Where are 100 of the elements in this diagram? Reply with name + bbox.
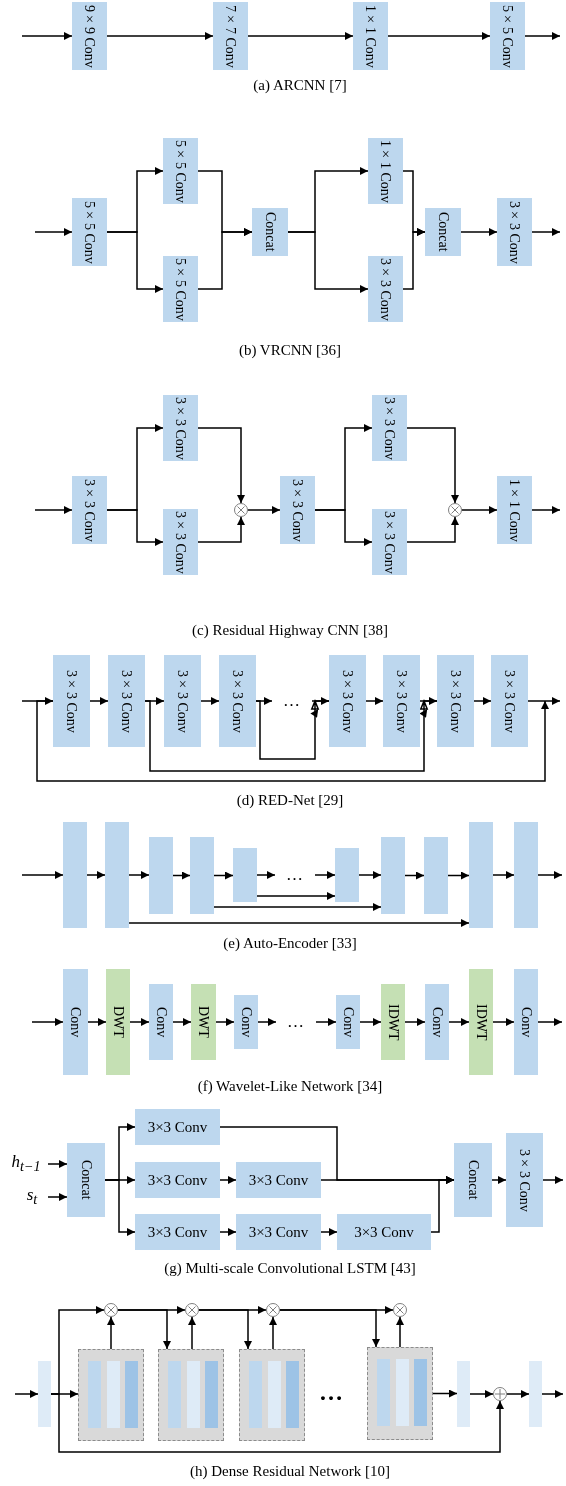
dense-block [239,1349,305,1441]
arrow [106,32,214,40]
arrow [396,1316,404,1348]
layer-block [337,1214,431,1250]
panel-caption: (b) VRCNN [36] [238,341,342,359]
arrow [537,1018,563,1026]
layer-block [72,2,107,70]
arrow [531,228,561,236]
ellipsis: … [319,1378,349,1406]
layer-label: 3×3 Conv [81,478,98,542]
layer-block [497,198,532,266]
multiply-node [185,1303,199,1317]
arrow [21,871,64,879]
layer-block [381,984,405,1060]
layer-block [108,655,145,747]
layer-label: 3×3 Conv [501,669,518,733]
layer-bar [396,1359,409,1426]
arrow [527,697,561,705]
layer-label: 3×3 Conv [172,510,189,574]
panel-caption: (c) Residual Highway CNN [38] [192,621,388,639]
layer-label: 3×3 Conv [63,669,80,733]
layer-block [454,1143,492,1217]
layer-block [135,1214,220,1250]
arrow [279,1309,380,1348]
layer-label: 3×3 Conv [147,1171,208,1189]
multiply-node [234,503,248,517]
arrow [402,228,426,290]
layer-label: 5×5 Conv [172,139,189,203]
input-label: s$_{t}$ [26,1186,38,1208]
layer-block [190,837,214,914]
arrow [106,509,164,546]
layer-block [329,655,366,747]
layer-label: 3×3 Conv [377,257,394,321]
arrow [213,903,382,911]
multiply-node [393,1303,407,1317]
arrow [117,1309,171,1350]
layer-label: 3×3 Conv [506,200,523,264]
arrow [197,427,245,504]
layer-label: 3×3 Conv [447,669,464,733]
arrow [144,699,438,772]
arrow [198,1309,252,1350]
layer-label: 3×3 Conv [172,396,189,460]
layer-label: 3×3 Conv [289,478,306,542]
arrow [287,231,369,293]
ellipsis: … [287,1012,305,1032]
arrow [491,1176,507,1184]
layer-label: Conv [67,1006,84,1038]
arrow [215,1018,235,1026]
ellipsis: … [283,691,301,711]
layer-block [497,476,532,544]
layer-label: IDWT [385,1003,401,1041]
layer-block [506,1133,543,1227]
arrow [106,231,164,293]
layer-bar [268,1361,281,1428]
panel-caption: (h) Dense Residual Network [10] [190,1462,390,1480]
arrow [87,1018,107,1026]
layer-block [353,2,388,70]
layer-bar [249,1361,262,1428]
layer-block [164,655,201,747]
arrow [387,32,491,40]
layer-block [514,969,538,1075]
layer-bar [457,1361,470,1427]
arrow [128,919,470,927]
layer-block [135,1162,220,1198]
arrow [320,1228,338,1236]
arrow [314,871,336,879]
arrow [47,1160,68,1168]
arrow [359,1018,382,1026]
layer-label: 3×3 Conv [381,396,398,460]
multiply-node [448,503,462,517]
arrow [447,871,470,880]
arrow [21,32,73,40]
layer-label: 3×3 Conv [354,1223,414,1241]
layer-label: DWT [195,1006,212,1038]
layer-block [381,837,405,914]
layer-bar [38,1361,51,1427]
multiply-node [104,1303,118,1317]
layer-label: Conv [429,1006,445,1038]
layer-block [437,655,474,747]
layer-block [149,984,173,1060]
arrow [197,516,245,543]
layer-block [514,822,538,928]
layer-bar [187,1361,200,1428]
layer-block [63,822,87,928]
arrow [36,700,549,782]
layer-label: 9×9 Conv [81,4,98,68]
arrow [255,699,330,760]
layer-block [163,256,198,322]
layer-label: DWT [110,1006,126,1038]
layer-block [490,2,525,70]
layer-block [63,969,88,1075]
layer-label: 3×3 Conv [147,1118,208,1136]
arrow [492,871,515,879]
arrow [89,697,109,705]
arrow [542,1176,564,1184]
layer-label: 3×3 Conv [118,669,135,733]
layer-block [67,1143,105,1217]
layer-label: 3×3 Conv [339,669,356,733]
arrow [404,871,425,880]
layer-label: 3×3 Conv [248,1171,309,1189]
